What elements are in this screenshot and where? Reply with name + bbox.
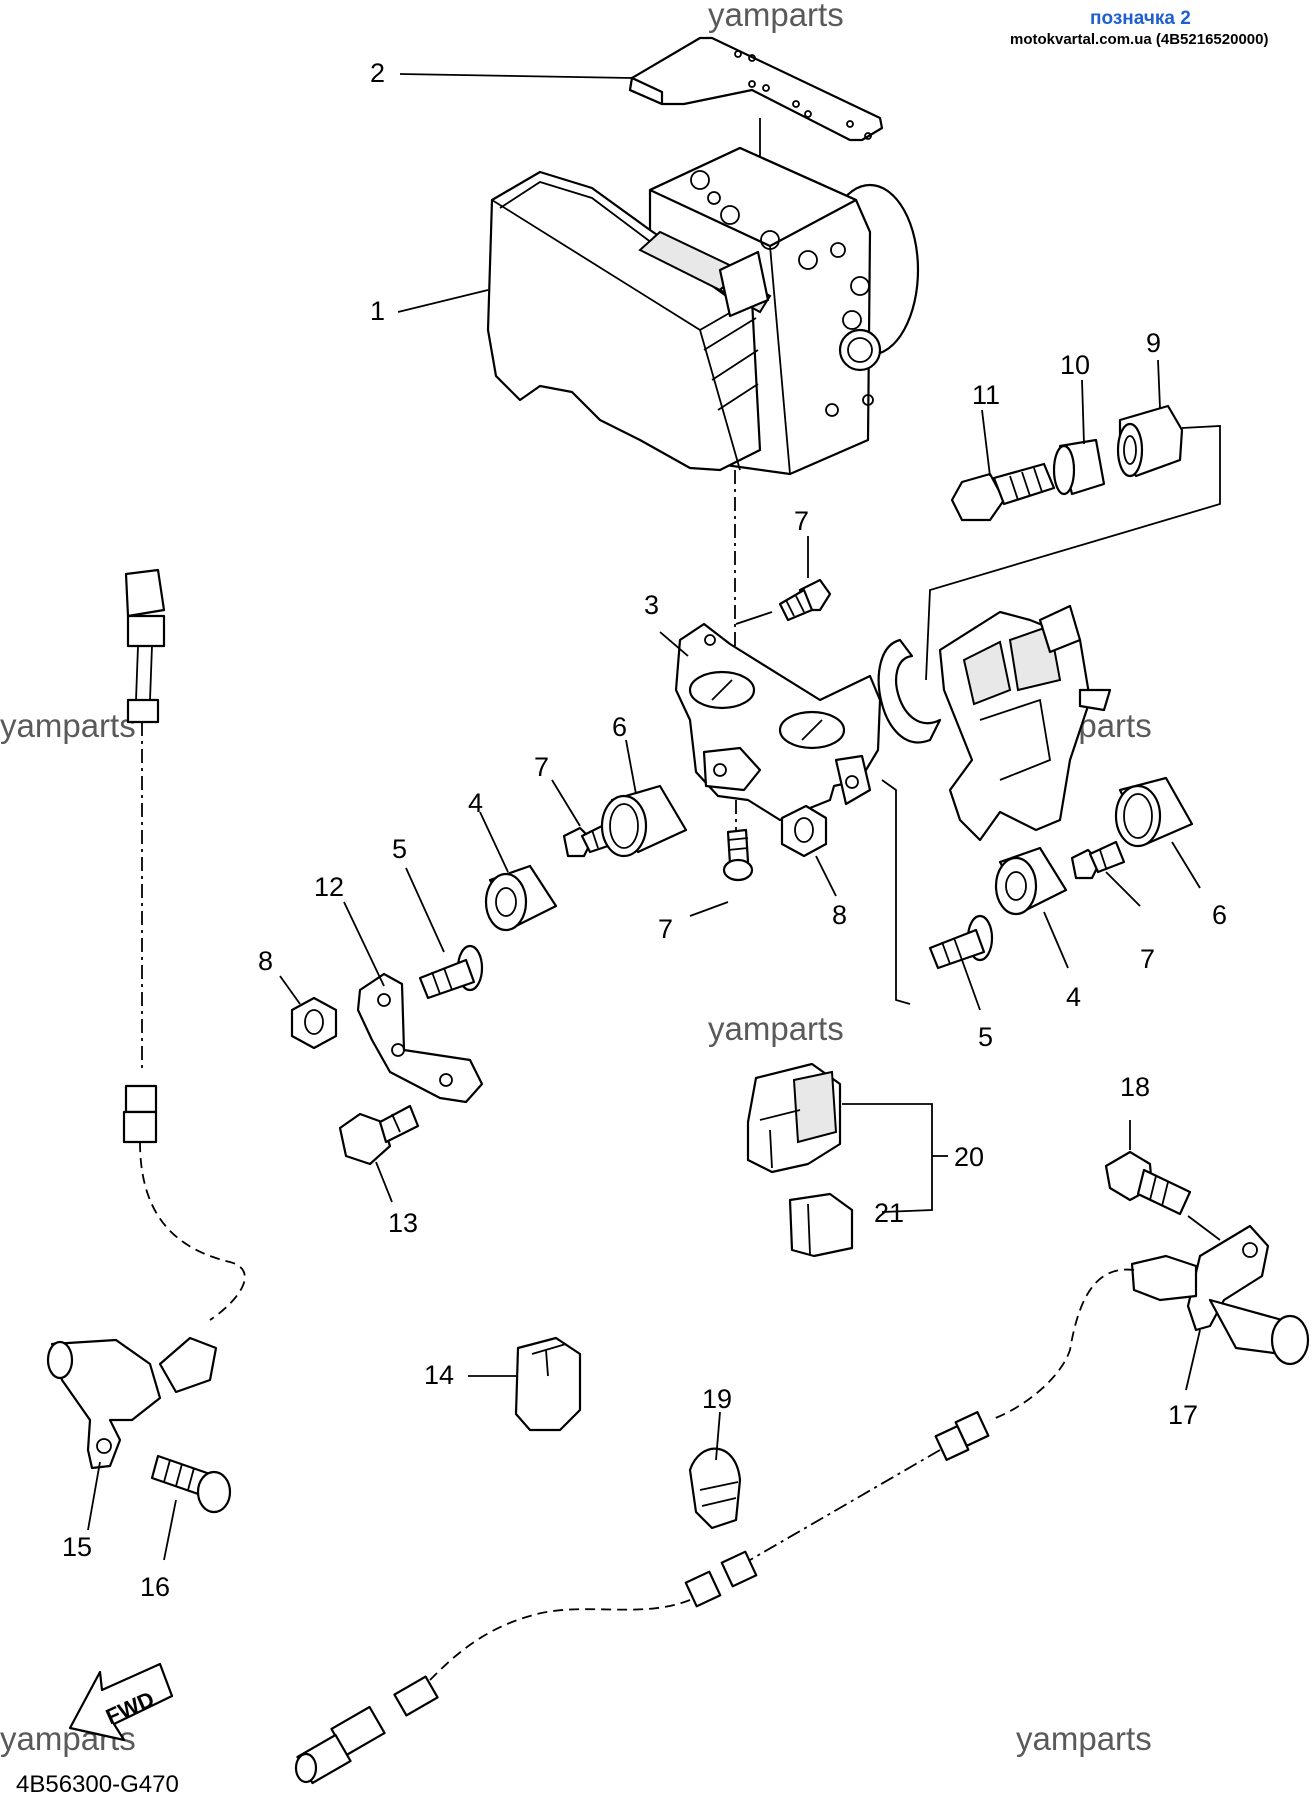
plate-part-2 (628, 36, 884, 142)
bolt-part-5 (928, 914, 994, 970)
damper-part-9 (1116, 404, 1184, 478)
connector-part-14 (514, 1336, 582, 1432)
watermark: yamparts (1016, 1720, 1152, 1757)
diagram-code: 4B56300-G470 (16, 1771, 179, 1798)
callout-18: 18 (1120, 1072, 1150, 1102)
watermark: yamparts (708, 1010, 844, 1047)
callout-4: 4 (468, 788, 483, 818)
bolt-part-11 (950, 462, 1056, 522)
watermark: yamparts (0, 707, 136, 744)
nut-part-8 (780, 804, 828, 858)
damper-part-4 (994, 846, 1068, 916)
bracket-part-3 (674, 622, 942, 822)
sensor-part-17 (1130, 1224, 1310, 1366)
collar-part-10 (1052, 438, 1106, 496)
callout-6: 6 (1212, 900, 1227, 930)
callout-5: 5 (392, 834, 407, 864)
callout-4: 4 (1066, 982, 1081, 1012)
callout-8: 8 (832, 900, 847, 930)
callout-9: 9 (1146, 328, 1161, 358)
relay-part-20 (746, 1062, 842, 1174)
callout-20: 20 (954, 1142, 984, 1172)
callout-10: 10 (1060, 350, 1090, 380)
callout-12: 12 (314, 872, 344, 902)
callout-15: 15 (62, 1532, 92, 1562)
sensor-cable-front (122, 568, 246, 1321)
callout-21: 21 (874, 1198, 904, 1228)
bolt-part-16 (150, 1454, 232, 1514)
callout-6: 6 (612, 712, 627, 742)
callout-14: 14 (424, 1360, 454, 1390)
callout-3: 3 (644, 590, 659, 620)
relay-part-21 (788, 1192, 854, 1258)
callout-5: 5 (978, 1022, 993, 1052)
callout-2: 2 (370, 58, 385, 88)
sleeve-part-6 (600, 784, 688, 858)
header-label: позначка 2 (1090, 8, 1191, 29)
bolt-part-7 (722, 828, 754, 882)
callout-16: 16 (140, 1572, 170, 1602)
callout-19: 19 (702, 1384, 732, 1414)
damper-part-4 (484, 864, 558, 932)
callout-7: 7 (658, 914, 673, 944)
callout-17: 17 (1168, 1400, 1198, 1430)
callout-7: 7 (1140, 944, 1155, 974)
bolt-part-7 (1070, 840, 1126, 880)
sensor-cable-rear (294, 1268, 1135, 1785)
clamp-assembly (938, 604, 1112, 842)
sleeve-part-6 (1114, 776, 1194, 848)
header-source: motokvartal.com.ua (4B5216520000) (1010, 31, 1268, 48)
abs-unit-part-1 (486, 146, 920, 476)
callout-7: 7 (794, 506, 809, 536)
plate-part-12 (356, 972, 484, 1104)
bolt-part-7 (778, 578, 832, 622)
clip-part-19 (688, 1447, 742, 1530)
sensor-part-15 (46, 1336, 218, 1470)
bolt-part-18 (1104, 1150, 1192, 1216)
callout-13: 13 (388, 1208, 418, 1238)
callout-1: 1 (370, 296, 385, 326)
callout-7: 7 (534, 752, 549, 782)
watermark: yamparts (708, 0, 844, 33)
callout-11: 11 (972, 380, 1000, 410)
callout-8: 8 (258, 946, 273, 976)
nut-part-8 (290, 996, 338, 1050)
bolt-part-13 (338, 1104, 420, 1166)
bolt-part-5 (418, 944, 484, 1000)
